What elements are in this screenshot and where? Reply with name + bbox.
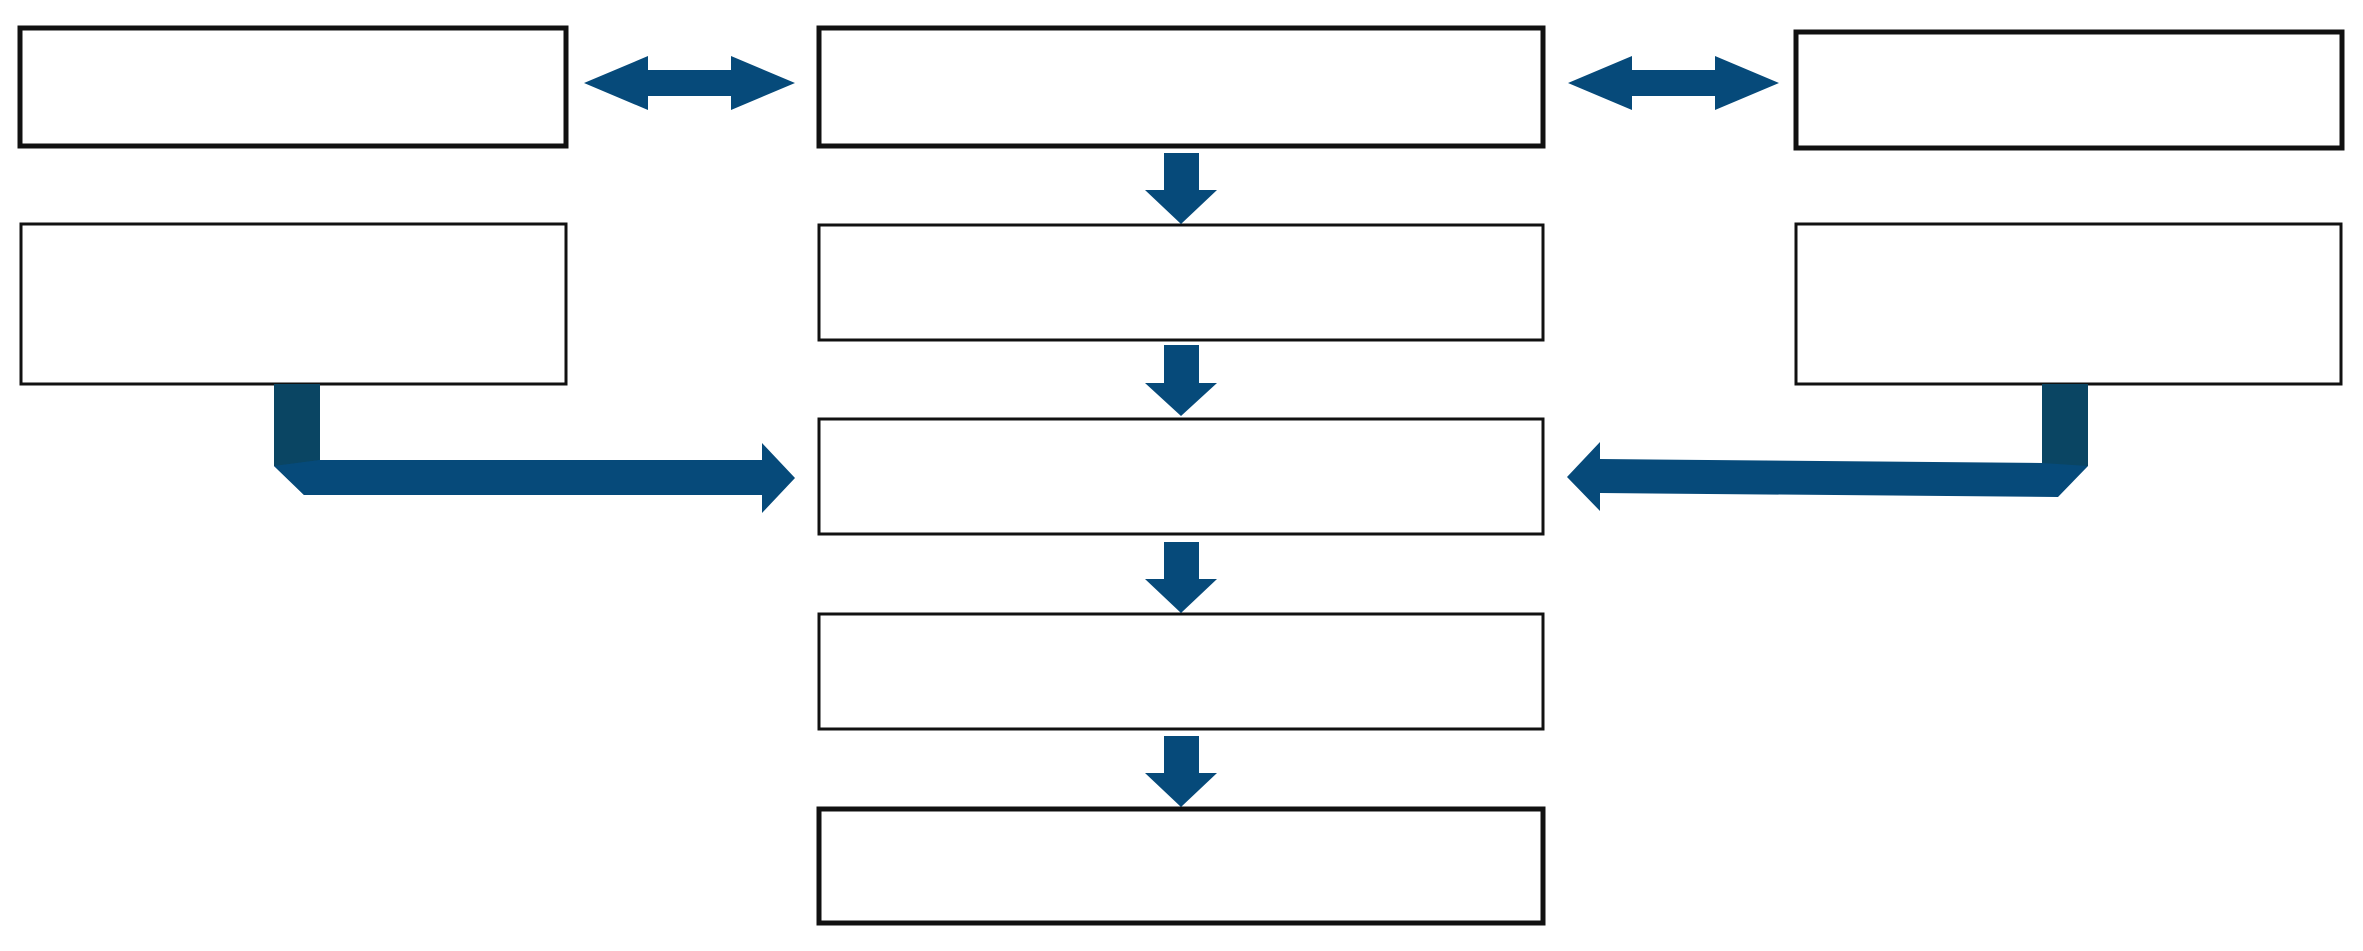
box-center-third xyxy=(817,417,1545,536)
elbow-arrow-left-icon xyxy=(274,384,795,513)
box-top-left xyxy=(17,25,569,149)
down-arrow-3-icon xyxy=(1145,542,1217,613)
box-left-middle xyxy=(19,222,568,386)
box-center-fourth xyxy=(817,612,1545,731)
down-arrow-4-icon xyxy=(1145,736,1217,807)
down-arrow-2-icon xyxy=(1145,345,1217,416)
box-top-right xyxy=(1793,29,2345,151)
box-top-center xyxy=(816,25,1546,149)
box-center-bottom xyxy=(816,806,1546,926)
double-arrow-left-icon xyxy=(584,56,795,110)
down-arrow-1-icon xyxy=(1145,153,1217,224)
box-center-second xyxy=(817,223,1545,342)
elbow-arrow-right-icon xyxy=(1567,384,2088,511)
box-right-middle xyxy=(1794,222,2343,386)
double-arrow-right-icon xyxy=(1568,56,1779,110)
